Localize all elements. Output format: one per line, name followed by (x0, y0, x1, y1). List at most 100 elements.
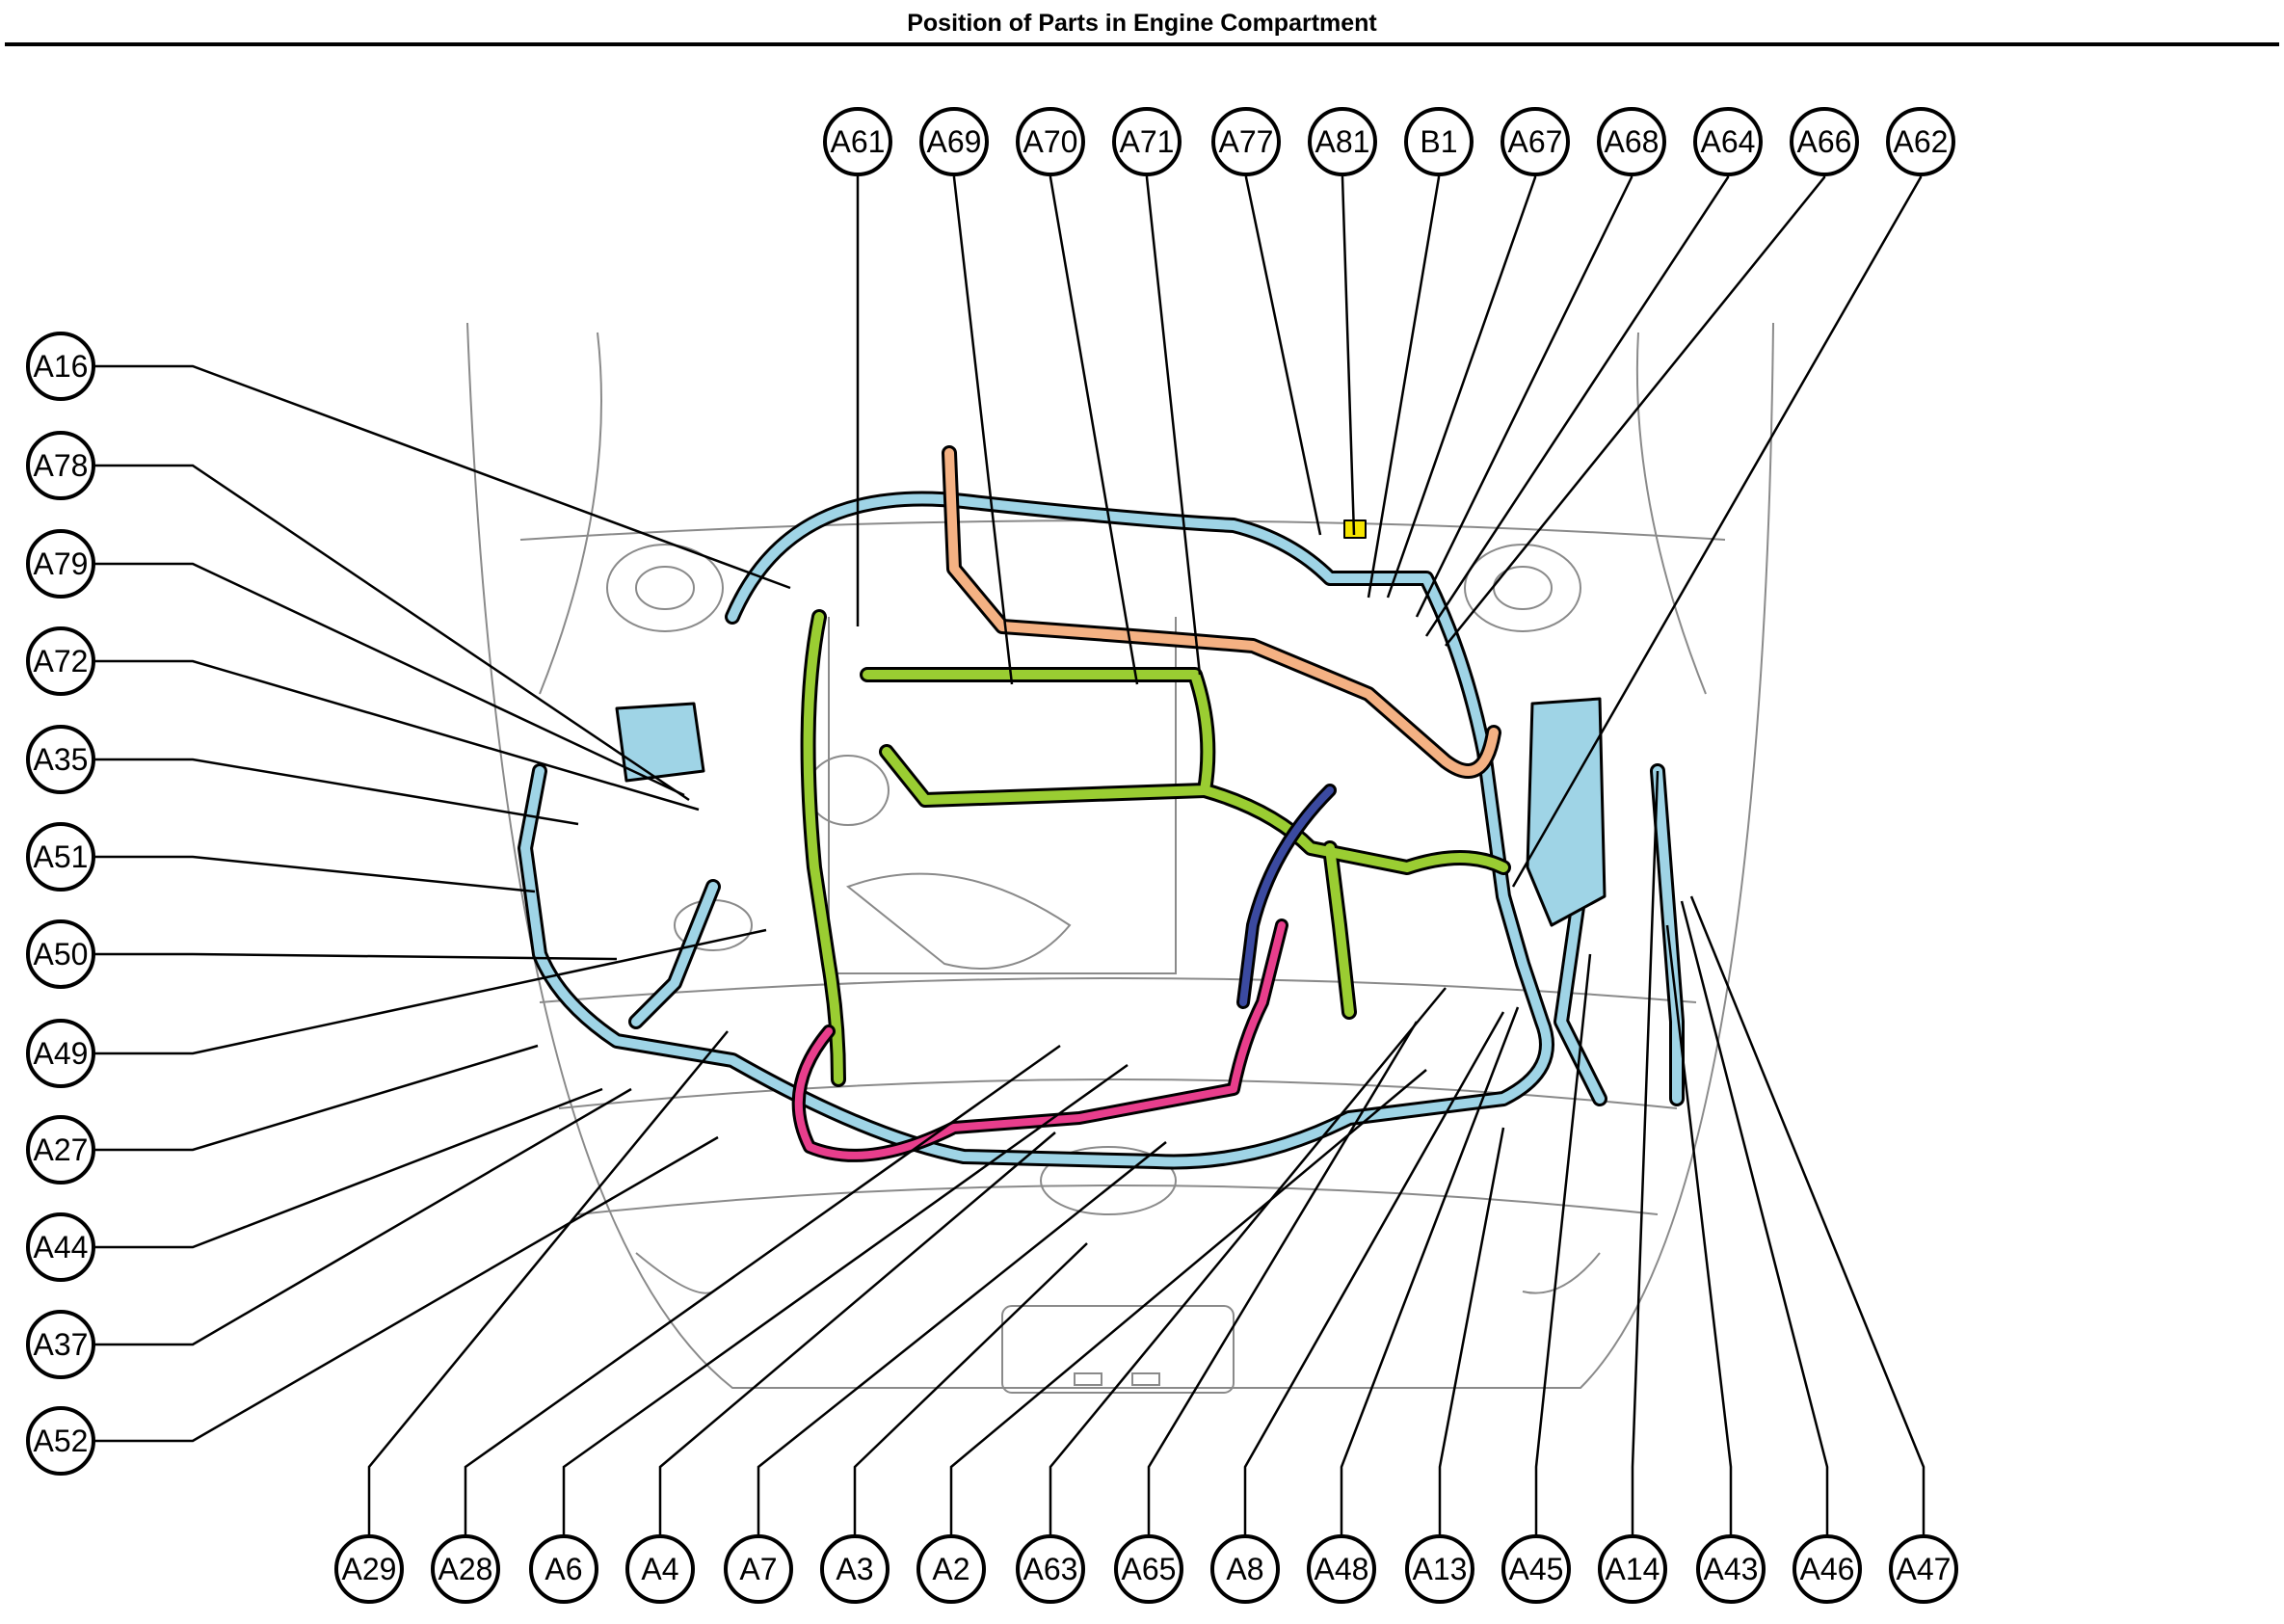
callout-label: A78 (34, 448, 89, 483)
leader-line-a81 (1341, 174, 1356, 536)
callout-circle (26, 1019, 95, 1088)
callout-circle (1597, 107, 1666, 176)
leader-line-a49 (93, 928, 767, 1055)
leader-line-a79 (93, 562, 685, 797)
callout-a27: A27 (26, 1115, 95, 1185)
callout-circle (26, 919, 95, 989)
callout-circle (1886, 107, 1955, 176)
leader-line-a64 (1424, 174, 1730, 637)
callout-label: A16 (34, 349, 89, 384)
callout-label: A52 (34, 1424, 89, 1458)
callout-circle (1693, 107, 1763, 176)
callout-circle (1501, 1534, 1571, 1604)
title-divider (5, 42, 2279, 46)
callout-label: A27 (34, 1132, 89, 1167)
callout-circle (26, 1212, 95, 1282)
callout-a7: A7 (724, 1534, 793, 1604)
callout-circle (26, 529, 95, 599)
callout-a46: A46 (1793, 1534, 1862, 1604)
callout-label: A46 (1800, 1552, 1855, 1586)
callout-circle (529, 1534, 598, 1604)
callout-circle (625, 1534, 695, 1604)
leader-line-a65 (1147, 1021, 1419, 1536)
callout-label: A65 (1122, 1552, 1177, 1586)
leader-line-a67 (1386, 174, 1537, 599)
callout-a35: A35 (26, 725, 95, 794)
callout-a13: A13 (1405, 1534, 1474, 1604)
leader-line-a72 (93, 659, 700, 812)
callout-label: A43 (1704, 1552, 1759, 1586)
callout-a6: A6 (529, 1534, 598, 1604)
callout-a47: A47 (1889, 1534, 1958, 1604)
callout-a50: A50 (26, 919, 95, 989)
leader-line-a14 (1631, 770, 1660, 1536)
callout-a61: A61 (823, 107, 892, 176)
callout-label: A29 (342, 1552, 397, 1586)
callout-circle (820, 1534, 890, 1604)
callout-a29: A29 (334, 1534, 404, 1604)
callout-a69: A69 (919, 107, 989, 176)
callout-a62: A62 (1886, 107, 1955, 176)
callout-a2: A2 (916, 1534, 986, 1604)
callout-circle (1112, 107, 1182, 176)
callout-label: A4 (641, 1552, 678, 1586)
callout-a79: A79 (26, 529, 95, 599)
callout-label: A79 (34, 546, 89, 581)
callout-circle (1211, 107, 1281, 176)
leader-line-a7 (757, 1141, 1167, 1536)
callout-label: A51 (34, 839, 89, 874)
callout-circle (431, 1534, 500, 1604)
callout-label: A8 (1226, 1552, 1263, 1586)
callout-circle (916, 1534, 986, 1604)
leader-line-a52 (93, 1135, 719, 1443)
callout-a49: A49 (26, 1019, 95, 1088)
callout-label: A61 (831, 124, 886, 159)
leader-line-a44 (93, 1087, 603, 1249)
leader-line-a63 (1049, 987, 1447, 1536)
callout-circle (1790, 107, 1859, 176)
callout-circle (1598, 1534, 1667, 1604)
callout-label: A66 (1797, 124, 1852, 159)
leader-line-a3 (853, 1242, 1088, 1536)
callout-label: A14 (1606, 1552, 1660, 1586)
callout-a67: A67 (1501, 107, 1570, 176)
callout-label: A71 (1120, 124, 1175, 159)
relay-box (1526, 697, 1607, 927)
callout-circle (26, 332, 95, 401)
callout-circle (26, 725, 95, 794)
leader-line-a35 (93, 758, 579, 826)
callout-circle (1696, 1534, 1766, 1604)
callout-label: A44 (34, 1230, 89, 1265)
callout-a14: A14 (1598, 1534, 1667, 1604)
leader-line-a66 (1445, 174, 1826, 647)
callout-label: A62 (1894, 124, 1949, 159)
leader-line-a13 (1438, 1127, 1505, 1536)
callout-label: A47 (1897, 1552, 1952, 1586)
callout-a63: A63 (1016, 1534, 1085, 1604)
leader-line-a78 (93, 464, 690, 802)
callout-circle (919, 107, 989, 176)
callout-label: A28 (438, 1552, 493, 1586)
callout-a4: A4 (625, 1534, 695, 1604)
callout-a77: A77 (1211, 107, 1281, 176)
leader-lines (93, 174, 1925, 1536)
leader-line-a4 (658, 1131, 1056, 1536)
leader-line-a37 (93, 1087, 632, 1346)
leader-line-b1 (1367, 174, 1441, 599)
callout-label: A13 (1413, 1552, 1468, 1586)
callout-label: A3 (836, 1552, 873, 1586)
callout-a70: A70 (1016, 107, 1085, 176)
callout-circle (1210, 1534, 1280, 1604)
callout-label: A63 (1023, 1552, 1078, 1586)
callout-label: A35 (34, 742, 89, 777)
callout-a68: A68 (1597, 107, 1666, 176)
callout-circle (26, 626, 95, 696)
harness-green (800, 609, 1511, 1087)
callout-label: A37 (34, 1327, 89, 1362)
callout-circle (724, 1534, 793, 1604)
leader-line-a70 (1049, 174, 1139, 685)
callout-a64: A64 (1693, 107, 1763, 176)
callout-circle (1016, 107, 1085, 176)
callout-circle (1793, 1534, 1862, 1604)
